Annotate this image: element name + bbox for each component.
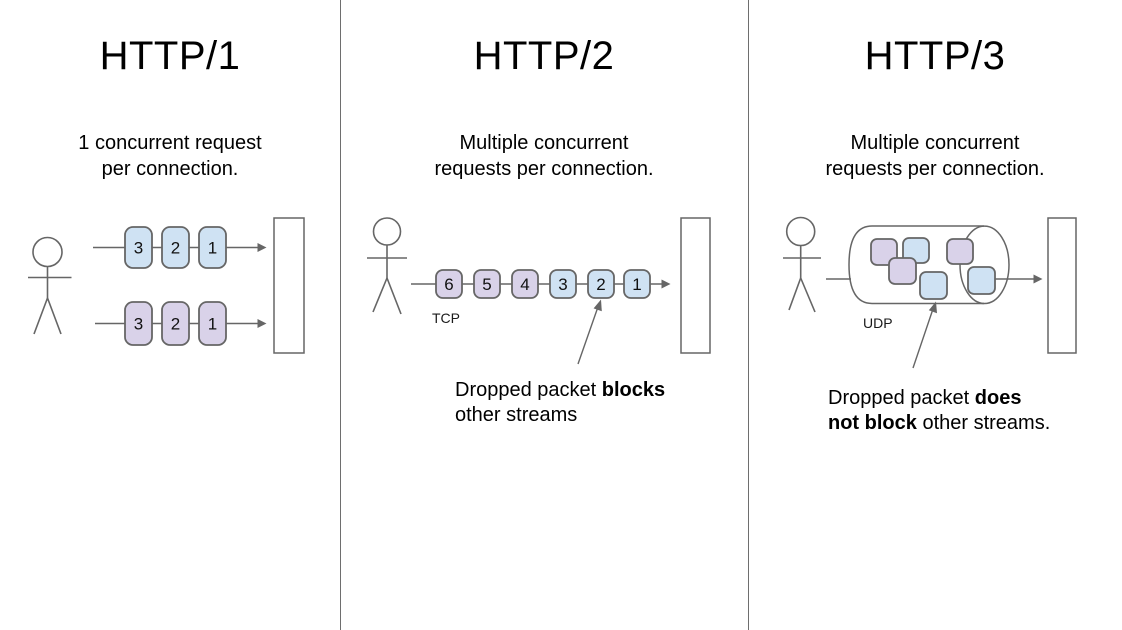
http2-diagram: 6 5 4 3 2 1 TCP [367,217,711,365]
panel-http3-title: HTTP/3 [864,34,1006,78]
packet-queue: 6 5 4 3 2 1 [435,269,651,299]
server-box [273,217,305,354]
packet [473,269,501,299]
arrowhead-icon [928,301,937,314]
description-line: requests per connection. [825,158,1045,180]
packet-number: 2 [596,275,605,294]
panel-http1-description: 1 concurrent request per connection. [10,130,330,182]
packet-number: 4 [520,275,529,294]
note-line: Dropped packet does [828,387,1022,409]
packet-number: 1 [632,275,641,294]
http3-diagram: UDP [783,216,1077,369]
packet [161,301,190,346]
panel-http1-title: HTTP/1 [99,34,241,78]
packet [124,301,153,346]
packet [435,269,463,299]
packet [919,271,948,300]
http1-diagram: 3 2 1 3 2 1 [28,217,305,354]
packet-number: 1 [208,239,217,258]
client-stick-figure [367,217,407,315]
packet [549,269,577,299]
packet-number: 5 [482,275,491,294]
packet-number: 2 [171,315,180,334]
note-line: Dropped packet blocks [455,379,666,401]
arrowhead-icon [257,243,267,252]
panel-divider [748,0,749,630]
packet-cluster [870,237,996,300]
packet [511,269,539,299]
packet-number: 3 [558,275,567,294]
packet [888,257,917,285]
description-line: requests per connection. [434,158,654,180]
client-stick-figure [783,216,821,313]
arrowhead-icon [661,279,671,289]
packet-queue: 3 2 1 [124,226,227,269]
packet [198,301,227,346]
arrowhead-icon [257,319,267,328]
arrowhead-icon [593,299,602,312]
packet [967,266,996,295]
packet [124,226,153,269]
dropped-packet-note: Dropped packet blocks other streams [455,378,715,428]
figure-head [32,236,63,268]
description-line: Multiple concurrent [850,132,1020,154]
packet-number: 3 [134,315,143,334]
figure-head [372,217,402,246]
packet-number: 2 [171,239,180,258]
packet-number: 6 [444,275,453,294]
panel-divider [340,0,341,630]
note-line: not block other streams. [828,412,1051,434]
client-stick-figure [28,236,72,335]
note-line: other streams [455,404,578,426]
connection-line [995,274,1043,284]
description-line: Multiple concurrent [459,132,629,154]
dropped-packet-arrow [577,299,602,365]
packet [946,238,974,265]
panel-http2-description: Multiple concurrent requests per connect… [350,130,738,182]
description-line: per connection. [101,158,239,180]
dropped-packet-arrow [912,301,937,369]
panel-http3-description: Multiple concurrent requests per connect… [758,130,1112,182]
protocol-label: UDP [863,315,893,331]
server-box [1047,217,1077,354]
packet [623,269,651,299]
figure-head [785,216,816,247]
packet-number: 3 [134,239,143,258]
server-box [680,217,711,354]
packet [587,269,615,299]
packet [161,226,190,269]
packet [870,238,898,266]
dropped-packet-note: Dropped packet does not block other strea… [828,386,1108,436]
panel-http2-title: HTTP/2 [473,34,615,78]
packet [198,226,227,269]
packet-queue: 3 2 1 [124,301,227,346]
protocol-label: TCP [432,310,460,326]
description-line: 1 concurrent request [78,132,262,154]
arrowhead-icon [1033,274,1043,284]
packet-number: 1 [208,315,217,334]
